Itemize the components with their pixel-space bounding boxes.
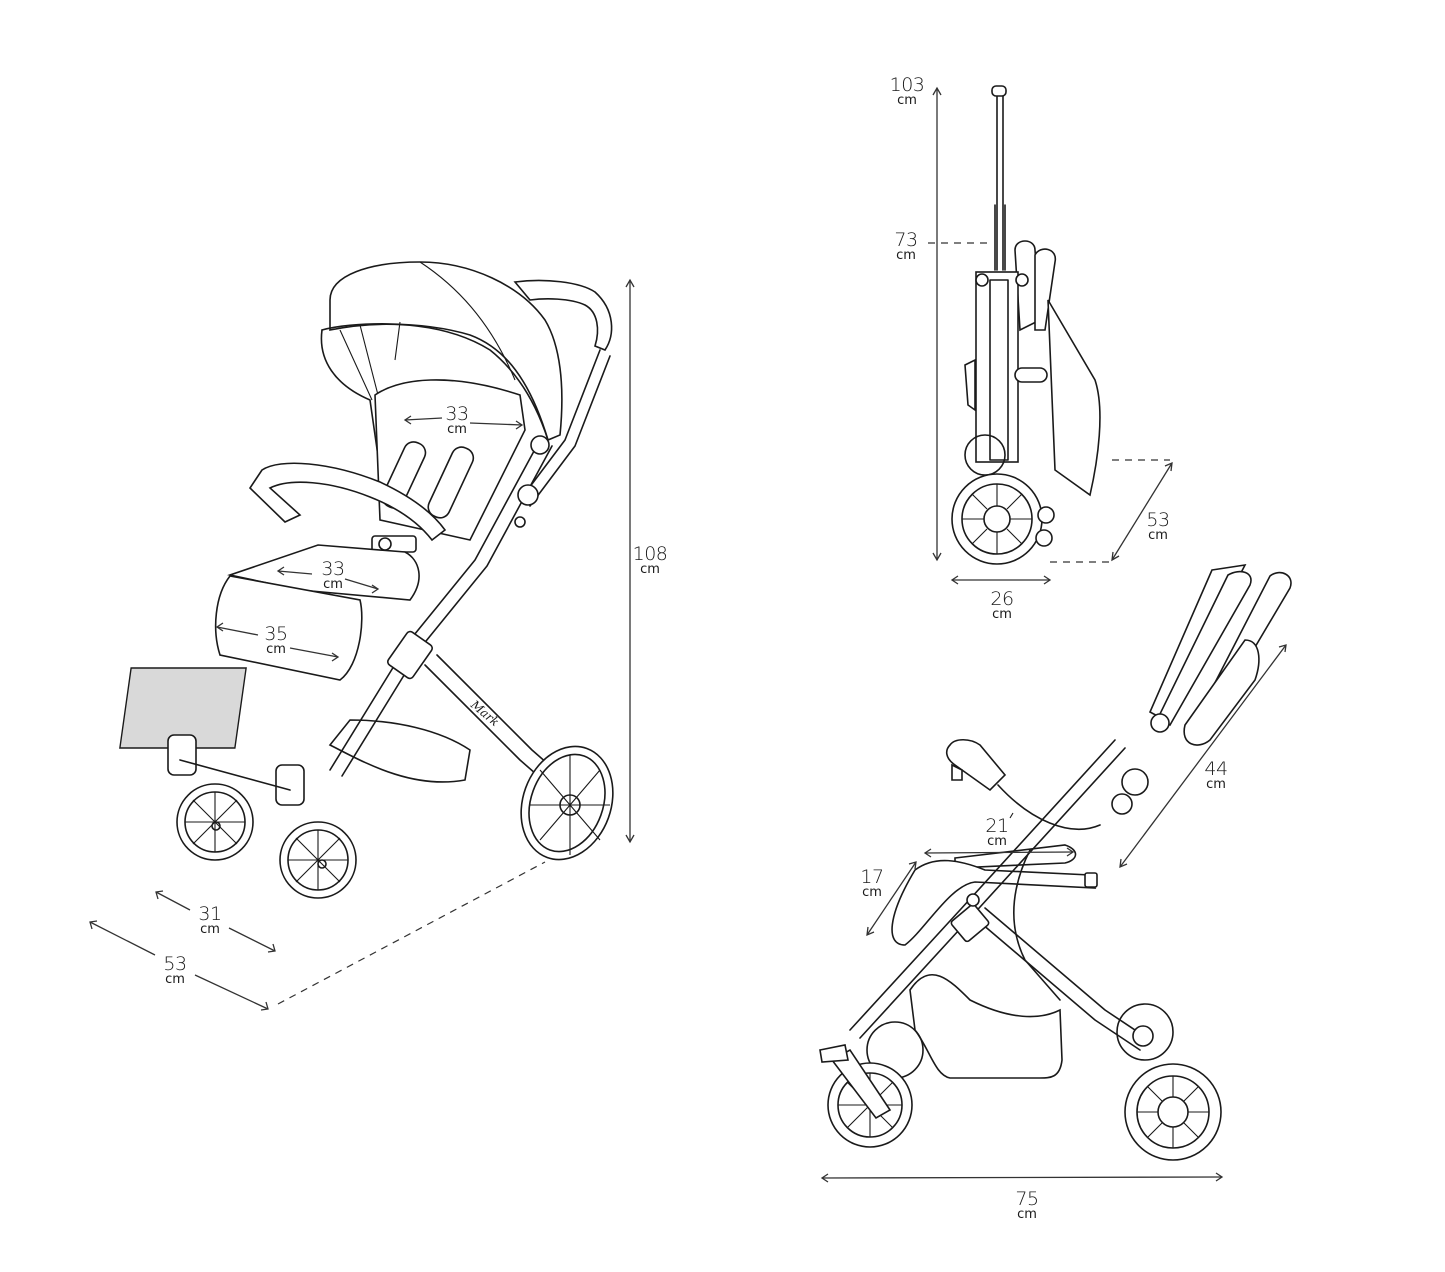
dim-label-seat-width: 33 cm — [321, 558, 345, 592]
dim-unit: cm — [1017, 1207, 1037, 1222]
perspective-stroller-drawing: Mark — [119, 261, 614, 899]
dim-unit: cm — [447, 422, 467, 437]
dim-label-wheelbase-front: 31 cm — [198, 903, 222, 937]
dim-label-footrest-width: 35 cm — [264, 623, 288, 657]
push-handle — [513, 279, 613, 351]
dim-value: 33 — [445, 403, 469, 425]
dim-unit: cm — [987, 834, 1007, 849]
dim-value: 31 — [198, 903, 222, 925]
folded-stroller-drawing — [951, 85, 1101, 565]
dim-unit: cm — [992, 607, 1012, 622]
dim-label-seat-depth: 21 cm — [985, 815, 1009, 849]
dim-unit: cm — [640, 562, 660, 577]
dim-label-seat-back-width: 33 cm — [445, 403, 469, 437]
dim-unit: cm — [200, 922, 220, 937]
dim-value: 44 — [1204, 758, 1228, 780]
dim-unit: cm — [1148, 528, 1168, 543]
folded-dimension-lines — [928, 86, 1173, 585]
dim-label-total-width: 53 cm — [163, 953, 187, 987]
dim-label-backrest-length: 44 cm — [1204, 758, 1228, 792]
dim-unit: cm — [266, 642, 286, 657]
dim-label-total-length: 75 cm — [1015, 1188, 1039, 1222]
dim-unit: cm — [323, 577, 343, 592]
seat-cushion — [227, 544, 420, 601]
dim-value: 53 — [163, 953, 187, 975]
side-dimension-lines — [820, 644, 1287, 1183]
dim-label-legrest-length: 17 cm — [860, 866, 884, 900]
dim-unit: cm — [896, 248, 916, 263]
frame — [329, 349, 611, 796]
dim-unit: cm — [897, 93, 917, 108]
dim-value: 33 — [321, 558, 345, 580]
dim-label-folded-depth: 26 cm — [990, 588, 1014, 622]
dim-value: 53 — [1146, 509, 1170, 531]
dim-value: 73 — [894, 229, 918, 251]
dim-value: 17 — [860, 866, 884, 888]
canopy — [320, 261, 563, 506]
dim-unit: cm — [165, 972, 185, 987]
storage-basket — [328, 719, 471, 783]
dim-unit: cm — [862, 885, 882, 900]
bumper-bar — [248, 462, 447, 542]
dim-unit: cm — [1206, 777, 1226, 792]
dim-label-total-height: 108 cm — [632, 543, 668, 577]
rear-wheel — [520, 745, 614, 861]
side-stroller-drawing — [819, 563, 1292, 1161]
dim-value: 26 — [990, 588, 1014, 610]
dim-value: 21 — [985, 815, 1009, 837]
perspective-dimension-lines — [89, 278, 635, 1011]
dim-value: 103 — [889, 74, 925, 96]
dim-label-folded-diagonal: 53 cm — [1146, 509, 1170, 543]
dim-value: 108 — [632, 543, 668, 565]
front-wheels — [167, 734, 357, 899]
dim-value: 75 — [1015, 1188, 1039, 1210]
dim-label-folded-height-handle-extended: 103 cm — [889, 74, 925, 108]
dim-value: 35 — [264, 623, 288, 645]
dim-label-folded-height: 73 cm — [894, 229, 918, 263]
